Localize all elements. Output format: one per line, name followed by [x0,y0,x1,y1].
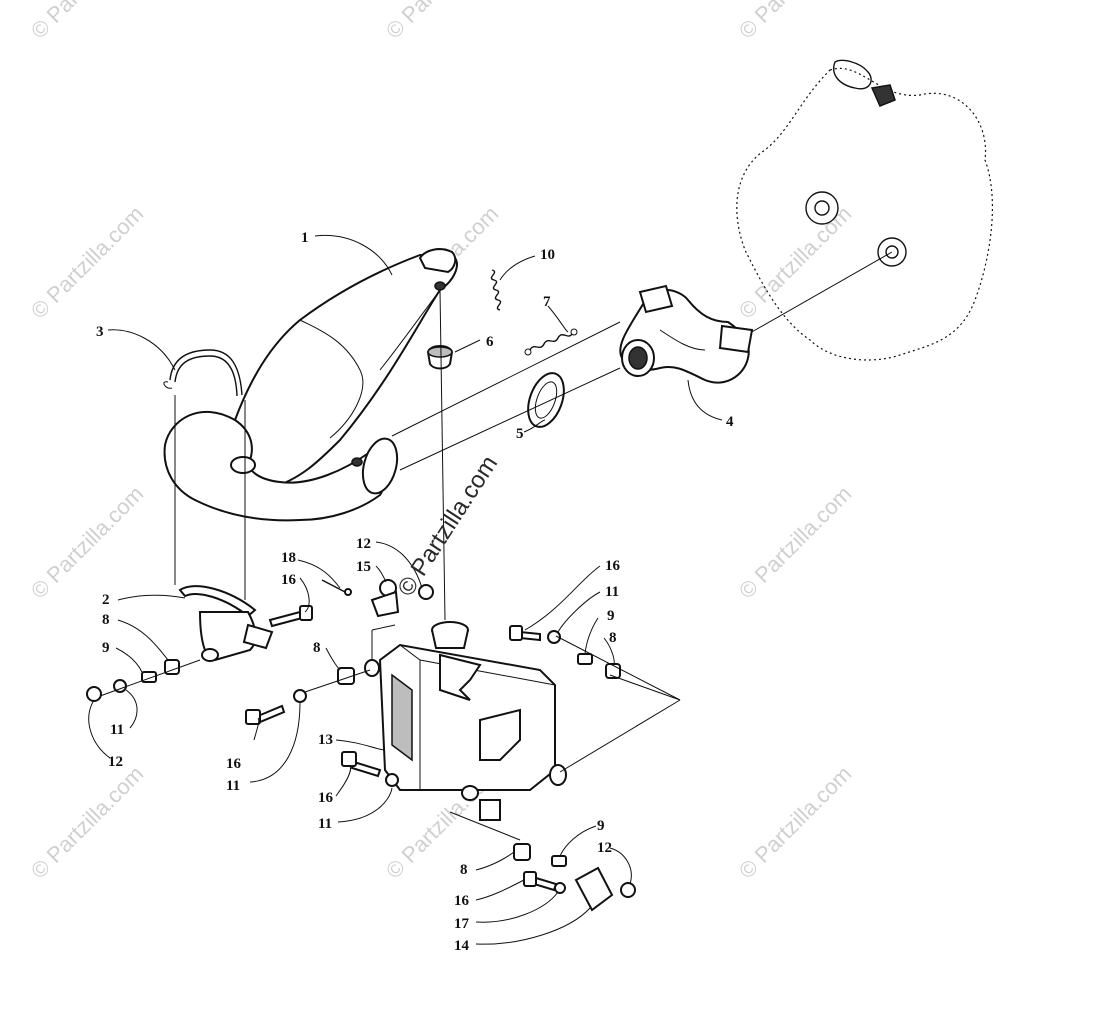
exhaust-gasket [527,372,565,428]
callout-6: 6 [486,334,494,350]
callout-1: 1 [301,230,309,246]
callout-10: 10 [540,247,555,263]
watermark-tile: © Partzilla.com [734,481,857,604]
callout-11-left: 11 [110,722,124,738]
callout-5: 5 [516,426,524,442]
callout-11-lower: 11 [318,816,332,832]
watermark-tile: © Partzilla.com [734,201,857,324]
callout-11-right: 11 [605,584,619,600]
callout-8-right: 8 [609,630,617,646]
watermark-tile: © Partzilla.com [26,481,149,604]
callout-12-top: 12 [356,536,371,552]
callout-9-right: 9 [607,608,615,624]
watermark-tile: © Partzilla.com [26,761,149,884]
watermark-tile: © Partzilla.com [26,0,149,44]
callout-4: 4 [726,414,734,430]
callout-7: 7 [543,294,551,310]
callout-14: 14 [454,938,470,954]
engine-outline [736,59,993,361]
watermark-tile: © Partzilla.com [734,0,857,44]
callout-17: 17 [454,916,470,932]
callout-9-bottom: 9 [597,818,605,834]
callout-16-right: 16 [605,558,621,574]
watermark-tile: © Partzilla.com [381,0,504,44]
callout-12-left: 12 [108,754,123,770]
callout-9-left: 9 [102,640,110,656]
callout-8-left: 8 [102,612,110,628]
callout-16-bottom: 16 [454,893,470,909]
callout-15: 15 [356,559,371,575]
callout-8-bottom: 8 [460,862,468,878]
grommet [426,345,454,370]
watermark-tile: © Partzilla.com [734,761,857,884]
hardware [86,579,636,912]
watermark-tile: © Partzilla.com [26,201,149,324]
callout-16-lower: 16 [318,790,334,806]
watermark-main: © Partzilla.com [392,451,503,601]
exhaust-manifold [619,284,754,384]
callout-16-top: 16 [281,572,297,588]
callout-3: 3 [96,324,104,340]
callouts: 1 2 3 4 5 6 7 8 8 8 8 9 9 9 10 11 11 11 … [96,230,734,954]
callout-13: 13 [318,732,333,748]
callout-11-middle: 11 [226,778,240,794]
guide-lines [99,289,681,841]
callout-12-bottom: 12 [597,840,612,856]
left-mount-bracket [178,585,274,662]
spring-10 [490,269,502,311]
expansion-chamber [163,248,458,522]
callout-8-middle: 8 [313,640,321,656]
leader-lines [88,234,723,945]
callout-18: 18 [281,550,296,566]
spring-7 [524,328,578,356]
hanger-strap [163,349,243,397]
muffler [364,621,567,821]
callout-16-middle: 16 [226,756,242,772]
callout-2: 2 [102,592,110,608]
